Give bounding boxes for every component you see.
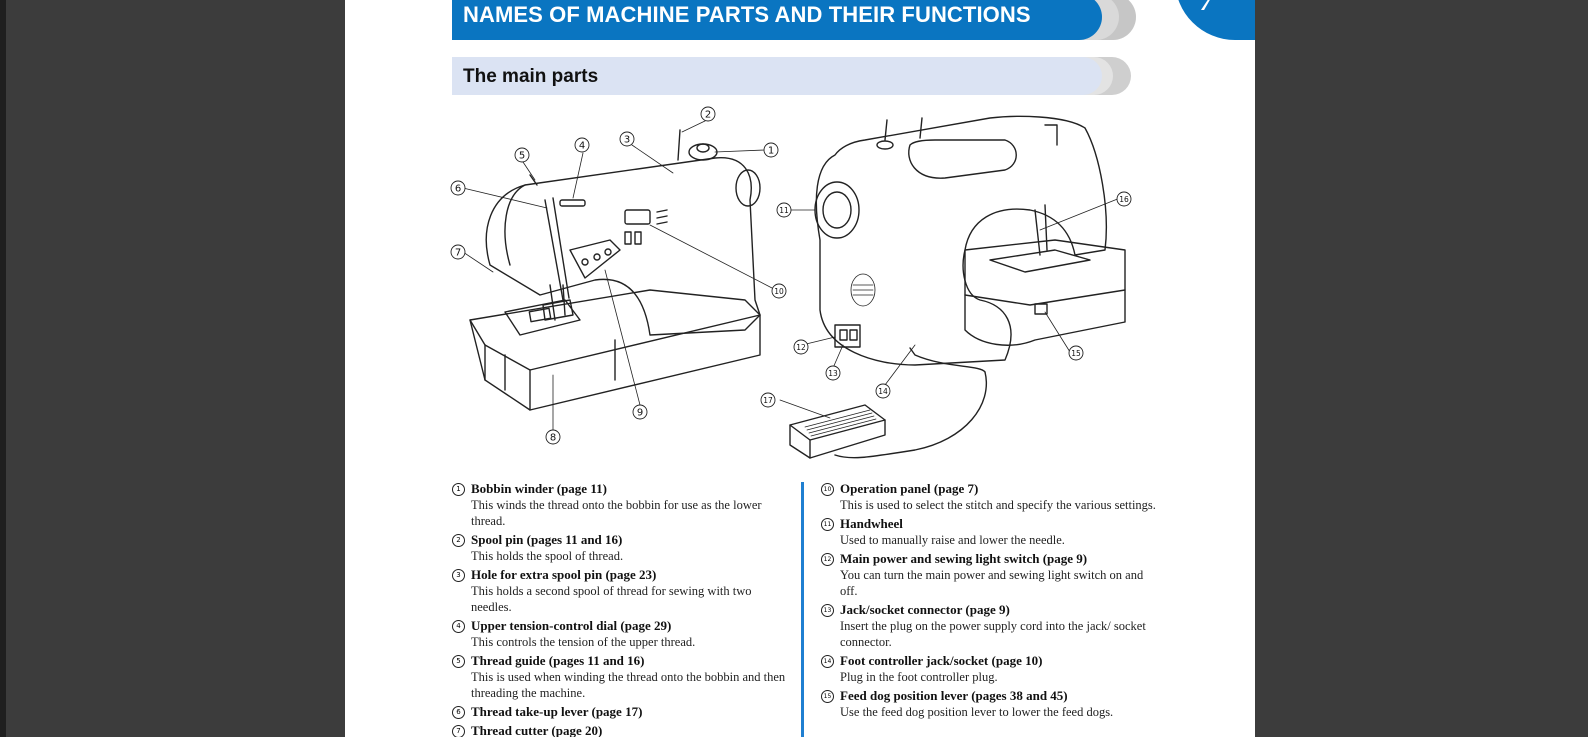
list-item: 3 Hole for extra spool pin (page 23) This… [452, 567, 782, 615]
item-number: 14 [821, 654, 834, 668]
callout-12: 12 [796, 343, 806, 352]
part-description: Use the feed dog position lever to lower… [840, 705, 1114, 719]
section-title: The main parts [463, 66, 599, 87]
part-title: Jack/socket connector (page 9) [840, 602, 1010, 617]
part-description: This holds a second spool of thread for … [471, 584, 752, 614]
callout-3: 3 [624, 135, 630, 146]
parts-list-right: 10 Operation panel (page 7) This is used … [821, 481, 1156, 723]
viewer-left-edge [0, 0, 6, 737]
item-number: 12 [821, 552, 834, 566]
part-title: Thread guide (pages 11 and 16) [471, 653, 645, 668]
column-divider [801, 482, 804, 737]
list-item: 2 Spool pin (pages 11 and 16) This holds … [452, 532, 782, 564]
item-number: 11 [821, 517, 834, 531]
callout-11: 11 [779, 206, 789, 215]
list-item: 7 Thread cutter (page 20) [452, 723, 782, 737]
callout-9: 9 [637, 408, 643, 419]
callout-1: 1 [768, 146, 774, 157]
item-number: 13 [821, 603, 834, 617]
callout-13: 13 [828, 369, 838, 378]
callout-2: 2 [705, 110, 711, 121]
list-item: 10 Operation panel (page 7) This is used … [821, 481, 1156, 513]
callout-15: 15 [1071, 349, 1081, 358]
callout-14: 14 [878, 387, 888, 396]
item-number: 2 [452, 533, 465, 547]
part-description: This holds the spool of thread. [471, 549, 624, 563]
part-title: Feed dog position lever (pages 38 and 45… [840, 688, 1068, 703]
part-title: Hole for extra spool pin (page 23) [471, 567, 657, 582]
item-number: 7 [452, 724, 465, 737]
callout-17: 17 [763, 396, 773, 405]
part-title: Thread cutter (page 20) [471, 723, 603, 737]
part-description: You can turn the main power and sewing l… [840, 568, 1144, 598]
list-item: 1 Bobbin winder (page 11) This winds the … [452, 481, 782, 529]
list-item: 4 Upper tension-control dial (page 29) Th… [452, 618, 782, 650]
callout-8: 8 [550, 433, 556, 444]
document-page: NAMES OF MACHINE PARTS AND THEIR FUNCTIO… [345, 0, 1255, 737]
sewing-machine-illustration: 1 2 3 4 5 6 7 8 9 10 11 12 13 14 15 16 1… [450, 106, 1132, 459]
callout-5: 5 [519, 151, 525, 162]
callout-7: 7 [455, 248, 461, 259]
part-description: This controls the tension of the upper t… [471, 635, 696, 649]
title-bar: NAMES OF MACHINE PARTS AND THEIR FUNCTIO… [452, 0, 1102, 40]
page-number-badge [1175, 0, 1255, 40]
list-item: 13 Jack/socket connector (page 9) Insert … [821, 602, 1151, 650]
callout-6: 6 [455, 184, 461, 195]
page-title: NAMES OF MACHINE PARTS AND THEIR FUNCTIO… [463, 2, 1031, 27]
part-title: Bobbin winder (page 11) [471, 481, 607, 496]
list-item: 6 Thread take-up lever (page 17) [452, 704, 782, 720]
item-number: 6 [452, 705, 465, 719]
list-item: 5 Thread guide (pages 11 and 16) This is … [452, 653, 785, 701]
part-title: Thread take-up lever (page 17) [471, 704, 643, 719]
part-description: Used to manually raise and lower the nee… [840, 533, 1065, 547]
item-number: 1 [452, 482, 465, 496]
part-description: Insert the plug on the power supply cord… [840, 619, 1146, 649]
list-item: 12 Main power and sewing light switch (pa… [821, 551, 1151, 599]
list-item: 15 Feed dog position lever (pages 38 and … [821, 688, 1151, 720]
item-number: 10 [821, 482, 834, 496]
list-item: 11 Handwheel Used to manually raise and l… [821, 516, 1151, 548]
part-title: Main power and sewing light switch (page… [840, 551, 1088, 566]
part-description: This winds the thread onto the bobbin fo… [471, 498, 762, 528]
part-description: This is used to select the stitch and sp… [840, 498, 1156, 512]
part-title: Operation panel (page 7) [840, 481, 979, 496]
item-number: 4 [452, 619, 465, 633]
part-description: This is used when winding the thread ont… [471, 670, 786, 700]
callout-10: 10 [774, 287, 784, 296]
part-title: Upper tension-control dial (page 29) [471, 618, 672, 633]
callout-16: 16 [1119, 195, 1129, 204]
parts-list-left: 1 Bobbin winder (page 11) This winds the … [452, 481, 785, 737]
callout-4: 4 [579, 141, 585, 152]
viewer-right-margin [1255, 0, 1588, 737]
item-number: 5 [452, 654, 465, 668]
part-title: Spool pin (pages 11 and 16) [471, 532, 623, 547]
page-number: 7 [1200, 0, 1212, 16]
section-bar: The main parts [452, 57, 1102, 95]
item-number: 3 [452, 568, 465, 582]
part-title: Foot controller jack/socket (page 10) [840, 653, 1043, 668]
part-description: Plug in the foot controller plug. [840, 670, 998, 684]
item-number: 15 [821, 689, 834, 703]
part-title: Handwheel [840, 516, 903, 531]
